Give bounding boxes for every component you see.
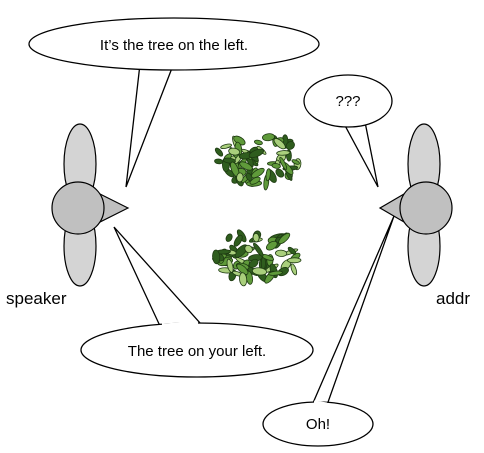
leaf: [253, 242, 264, 257]
leaf: [278, 232, 291, 245]
leaf: [248, 258, 259, 268]
addressee-label: addr: [436, 289, 470, 308]
leaf: [226, 258, 234, 273]
leaf: [275, 168, 285, 178]
leaf: [214, 147, 224, 157]
speaker-bottom-bubble: The tree on your left.: [80, 226, 314, 378]
leaf: [233, 234, 243, 247]
leaf: [249, 176, 261, 185]
leaf: [245, 172, 253, 182]
addressee-bottom-bubble: Oh!: [262, 215, 395, 447]
leaf: [285, 141, 295, 150]
leaf: [287, 257, 302, 264]
addressee-head: [399, 181, 453, 235]
leaf: [248, 148, 265, 158]
addressee-top-bubble-text: ???: [335, 93, 360, 110]
leaf: [251, 267, 268, 276]
leaf: [265, 168, 271, 182]
leaf: [228, 147, 241, 156]
leaf: [273, 138, 286, 150]
leaf: [276, 150, 291, 156]
leaf: [268, 270, 283, 276]
speaker-top-bubble-text: It’s the tree on the left.: [100, 37, 248, 54]
addressee-figure: addr: [378, 123, 470, 308]
addressee-bottom-bubble-text: Oh!: [306, 416, 330, 433]
leaf: [265, 240, 278, 251]
speaker-top-bubble: It’s the tree on the left.: [28, 17, 320, 188]
leaf: [236, 263, 249, 275]
leaf: [239, 272, 248, 287]
speaker-bottom-bubble-text: The tree on your left.: [128, 343, 266, 360]
speaker-head: [51, 181, 105, 235]
leaf: [220, 143, 232, 149]
leaf: [244, 244, 253, 254]
leaf: [252, 232, 260, 243]
speaker-label: speaker: [6, 289, 67, 308]
tree-bottom-icon: [212, 229, 302, 287]
leaf: [254, 139, 263, 146]
leaf: [287, 246, 297, 255]
leaf: [239, 161, 253, 171]
speaker-figure: speaker: [6, 123, 130, 308]
tree-top-icon: [214, 133, 302, 191]
leaf: [262, 133, 275, 142]
leaf: [212, 249, 221, 265]
leaf: [271, 163, 281, 169]
leaf: [275, 249, 288, 257]
leaf: [291, 159, 300, 165]
leaf: [290, 263, 298, 276]
leaf: [225, 233, 233, 242]
leaf: [214, 158, 224, 165]
addressee-top-bubble: ???: [303, 74, 393, 188]
leaf: [279, 156, 288, 170]
leaf: [236, 172, 244, 183]
